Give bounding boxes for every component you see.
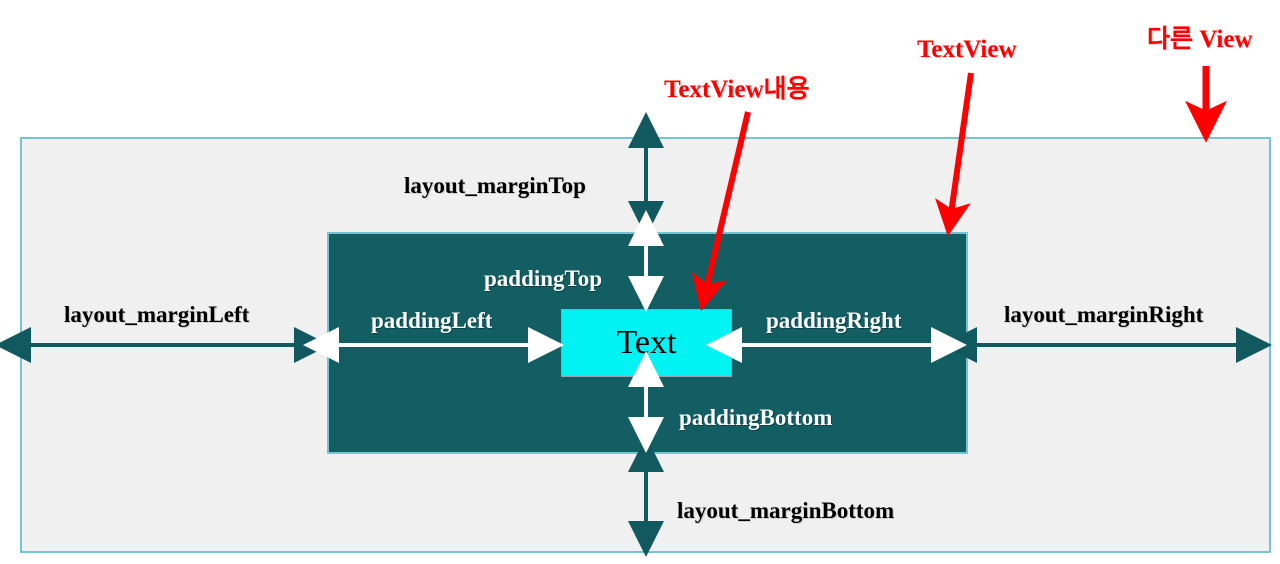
textview-content-label: Text: [616, 324, 677, 361]
label-padding-top: paddingTop: [484, 266, 603, 291]
label-padding-right: paddingRight: [766, 308, 902, 333]
annotation-label-textview-content: TextView내용: [664, 76, 810, 103]
annotation-label-textview: TextView: [917, 36, 1017, 63]
textview-content-box: Text: [561, 309, 732, 377]
annotation-label-other-view: 다른 View: [1147, 26, 1253, 53]
label-padding-bottom: paddingBottom: [679, 405, 833, 430]
label-layout-margin-left: layout_marginLeft: [64, 302, 250, 327]
label-layout-margin-top: layout_marginTop: [404, 173, 586, 198]
label-layout-margin-right: layout_marginRight: [1004, 302, 1204, 327]
label-layout-margin-bottom: layout_marginBottom: [677, 498, 895, 523]
label-padding-left: paddingLeft: [371, 308, 493, 333]
